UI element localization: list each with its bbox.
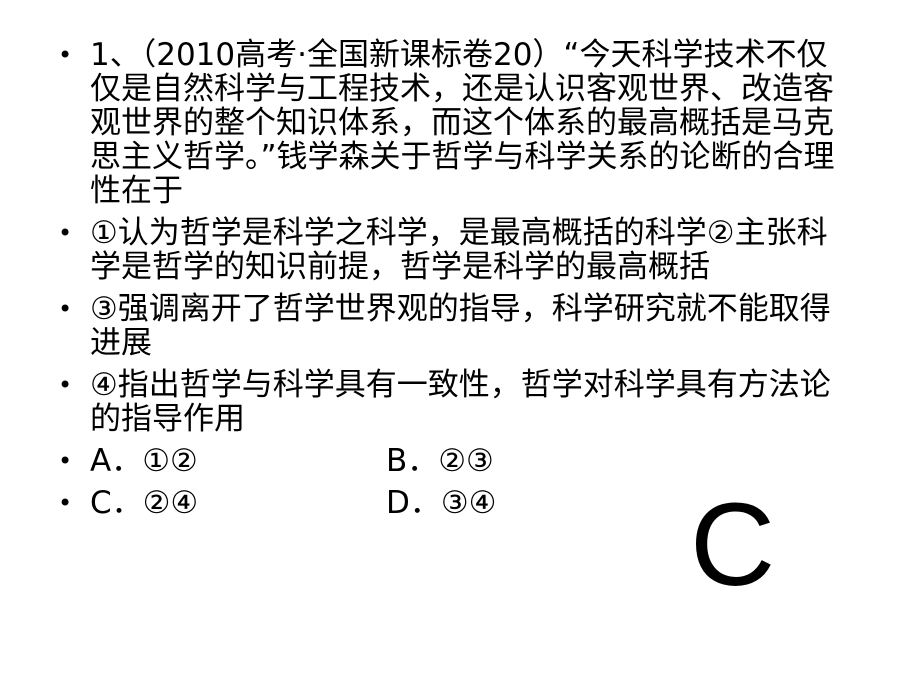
bullet-icon: • xyxy=(58,295,73,323)
option-c: C．②④ xyxy=(90,485,199,521)
options-row-cd: • C．②④ D．③④ xyxy=(50,486,840,520)
answer-letter: C xyxy=(690,479,776,611)
question-list: • 1、（2010高考·全国新课标卷20）“今天科学技术不仅仅是自然科学与工程技… xyxy=(50,38,840,528)
statement-item: • ④指出哲学与科学具有一致性，哲学对科学具有方法论的指导作用 xyxy=(50,368,840,436)
statement-item: • ①认为哲学是科学之科学，是最高概括的科学②主张科学是哲学的知识前提，哲学是科… xyxy=(50,216,840,284)
statement-text: ①认为哲学是科学之科学，是最高概括的科学②主张科学是哲学的知识前提，哲学是科学的… xyxy=(90,215,828,285)
bullet-icon: • xyxy=(58,41,73,69)
statement-text: ③强调离开了哲学世界观的指导，科学研究就不能取得进展 xyxy=(90,291,831,361)
bullet-icon: • xyxy=(58,371,73,399)
bullet-icon: • xyxy=(58,219,73,247)
statement-item: • ③强调离开了哲学世界观的指导，科学研究就不能取得进展 xyxy=(50,292,840,360)
option-b: B．②③ xyxy=(386,443,494,479)
bullet-icon: • xyxy=(58,447,73,475)
question-stem-text: 1、（2010高考·全国新课标卷20）“今天科学技术不仅仅是自然科学与工程技术，… xyxy=(90,37,835,209)
statement-text: ④指出哲学与科学具有一致性，哲学对科学具有方法论的指导作用 xyxy=(90,367,831,437)
options-row-ab: • A．①② B．②③ xyxy=(50,444,840,478)
option-a: A．①② xyxy=(90,443,198,479)
question-stem: • 1、（2010高考·全国新课标卷20）“今天科学技术不仅仅是自然科学与工程技… xyxy=(50,38,840,208)
option-d: D．③④ xyxy=(386,485,497,521)
bullet-icon: • xyxy=(58,489,73,517)
